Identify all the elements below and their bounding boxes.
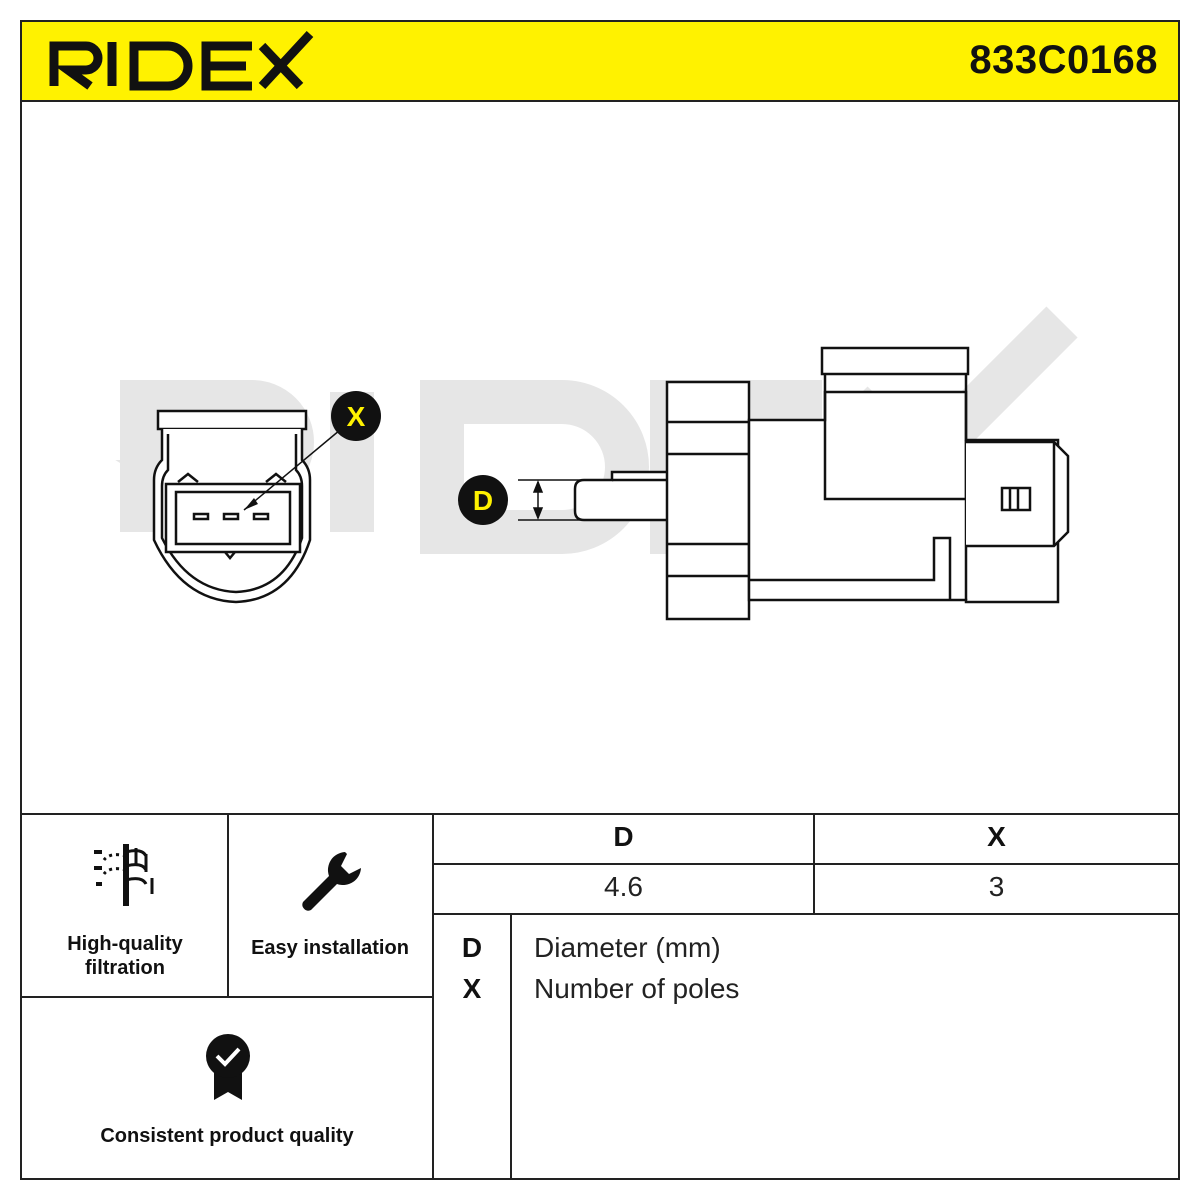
quality-badge-icon <box>206 1034 250 1100</box>
marker-d-label: D <box>473 485 493 516</box>
ridex-logo <box>49 30 314 91</box>
feature-filtration-label: High-quality filtration <box>32 932 218 980</box>
datasheet: 833C0168 <box>20 20 1180 1180</box>
divider-features-1 <box>227 815 229 998</box>
dimension-d <box>518 479 584 521</box>
marker-d: D <box>458 475 508 525</box>
leader-line-x <box>243 429 341 511</box>
legend-key-d: D <box>461 932 483 963</box>
divider-panel-top <box>22 813 1178 815</box>
part-number: 833C0168 <box>969 38 1158 82</box>
legend-desc-x: Number of poles <box>534 973 740 1004</box>
table-header-x: X <box>987 821 1006 852</box>
legend-desc-d: Diameter (mm) <box>534 932 721 963</box>
marker-x: X <box>331 391 381 441</box>
marker-x-label: X <box>347 401 366 432</box>
table-header-d: D <box>613 821 634 852</box>
connector-front-view <box>152 409 312 604</box>
filtration-icon <box>94 844 154 906</box>
feature-filtration-line1: High-quality <box>67 933 183 955</box>
wrench-icon <box>302 852 361 911</box>
feature-installation-label: Easy installation <box>251 937 409 959</box>
divider-table-columns <box>813 815 815 914</box>
divider-table-values <box>432 913 1178 915</box>
table-value-x: 3 <box>988 871 1005 902</box>
table-value-d: 4.6 <box>604 871 643 902</box>
header-banner: 833C0168 <box>22 22 1178 102</box>
divider-legend <box>510 915 512 1178</box>
divider-features-table <box>432 815 434 1178</box>
feature-filtration-line2: filtration <box>85 957 165 979</box>
divider-table-header <box>432 863 1178 865</box>
divider-features-row <box>22 996 432 998</box>
technical-drawing: X D <box>22 102 1178 815</box>
feature-quality-label: Consistent product quality <box>100 1125 354 1147</box>
legend-key-x: X <box>462 973 482 1004</box>
drawing-canvas: X D <box>115 306 1078 621</box>
leader-arrowhead <box>244 498 258 510</box>
sensor-side-view <box>573 346 1070 621</box>
